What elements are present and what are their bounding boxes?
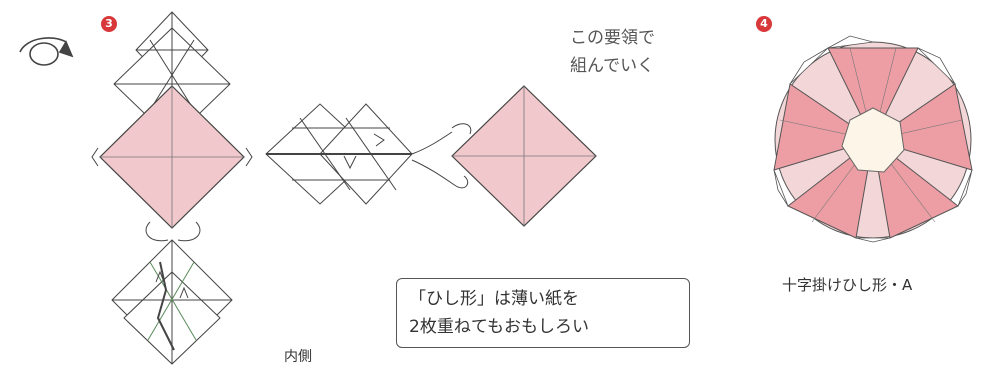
right-pink-diamond	[451, 85, 597, 227]
rotate-arrow-icon	[19, 37, 74, 66]
method-note-line2: 組んでいく	[570, 56, 655, 76]
center-pink-diamond	[91, 85, 253, 229]
tip-callout: 「ひし形」は薄い紙を 2枚重ねてもおもしろい	[396, 278, 690, 348]
middle-folded-units	[265, 103, 472, 205]
tip-line2: 2枚重ねてもおもしろい	[409, 317, 589, 337]
upper-folded-units	[113, 11, 231, 141]
method-note-line1: この要領で	[570, 28, 655, 48]
result-caption: 十字掛けひし形・A	[782, 276, 913, 294]
step-3-badge: 3	[101, 16, 117, 32]
tip-line1: 「ひし形」は薄い紙を	[409, 289, 579, 309]
method-note: この要領で 組んでいく	[570, 24, 655, 80]
step-4-badge: 4	[756, 16, 772, 32]
kusudama-ball	[773, 35, 973, 243]
inner-side-label: 内側	[284, 349, 312, 365]
lower-folded-units	[111, 221, 233, 365]
